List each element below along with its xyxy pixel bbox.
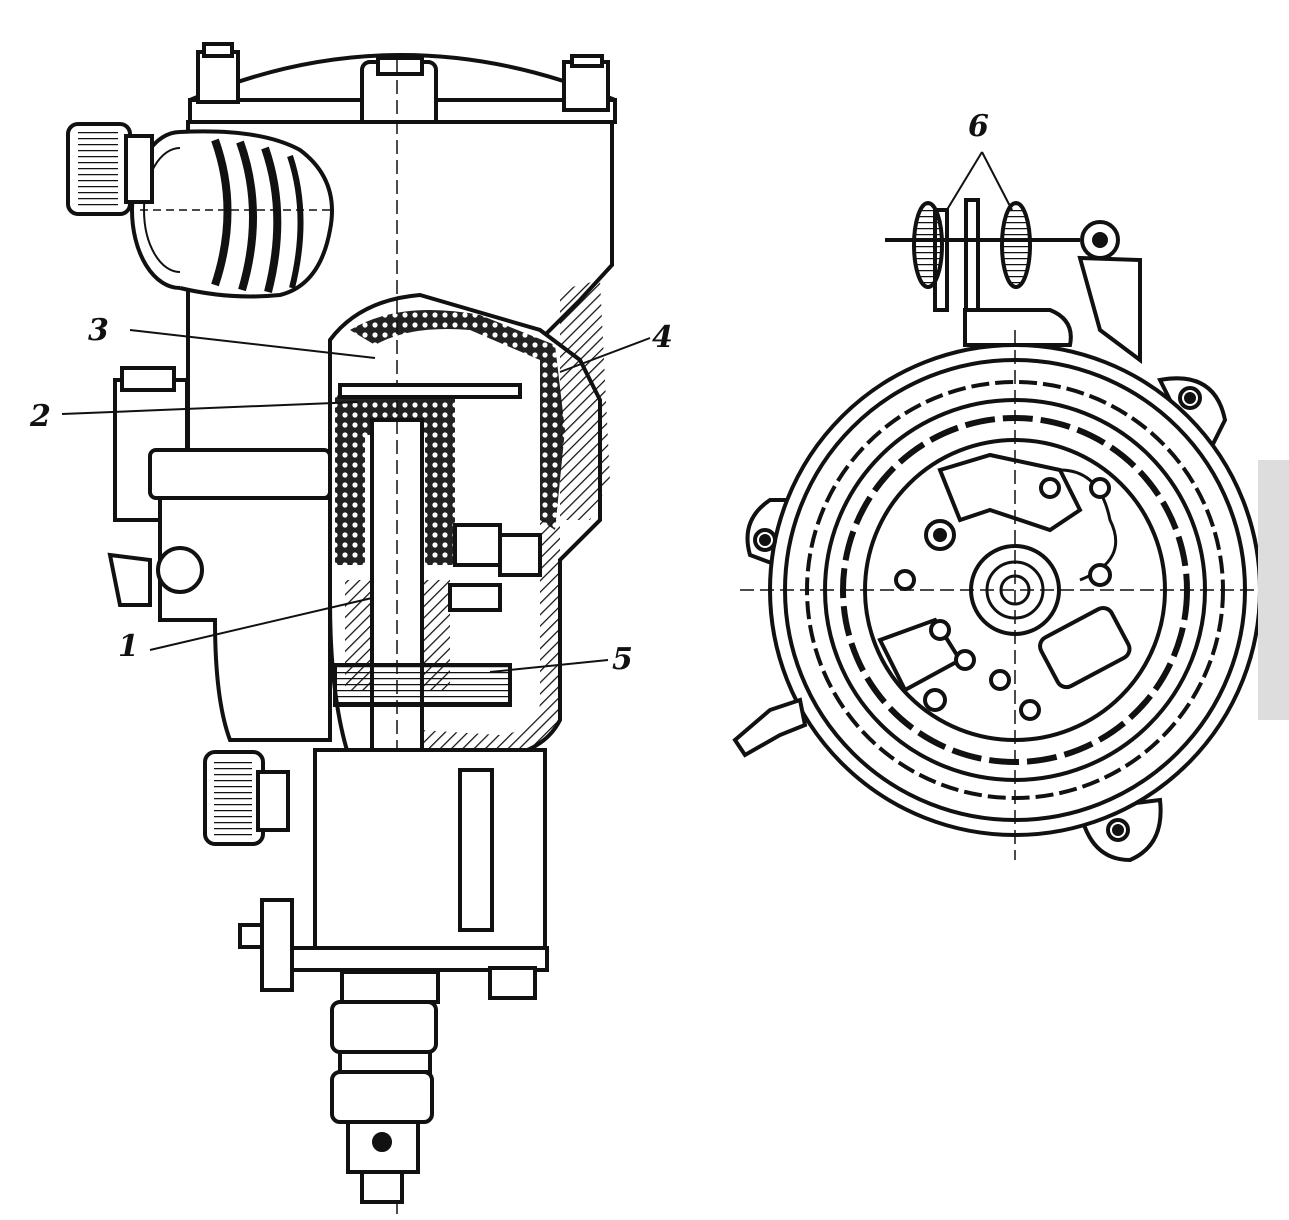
callout-label-1: 1: [118, 629, 139, 664]
callout-label-4: 4: [652, 320, 673, 355]
mounting-flange: [148, 448, 332, 500]
condenser: [1038, 606, 1132, 690]
octane-knob-upper: [66, 122, 154, 216]
terminal-posts: [885, 198, 1142, 364]
callout-leaders: [61, 151, 1013, 673]
top-bolt-left: [196, 50, 240, 104]
weight-plate: [333, 663, 512, 707]
top-plan-view: [732, 198, 1270, 863]
lower-left-block: [158, 496, 332, 742]
side-section-view: [66, 42, 617, 1215]
callout-label-6: 6: [968, 109, 989, 144]
lower-neck: [313, 748, 547, 952]
callout-label-2: 2: [30, 399, 51, 434]
side-terminal: [732, 697, 808, 758]
octane-knob-lower: [203, 750, 290, 846]
breaker-arm: [937, 452, 1083, 533]
drive-coupling: [330, 970, 440, 1204]
top-bolt-right: [562, 60, 610, 112]
edge-shadow: [1258, 460, 1289, 720]
callout-label-5: 5: [612, 642, 633, 677]
vacuum-bellows: [130, 129, 334, 299]
breaker-plate: [338, 383, 522, 399]
callout-label-3: 3: [88, 313, 109, 348]
